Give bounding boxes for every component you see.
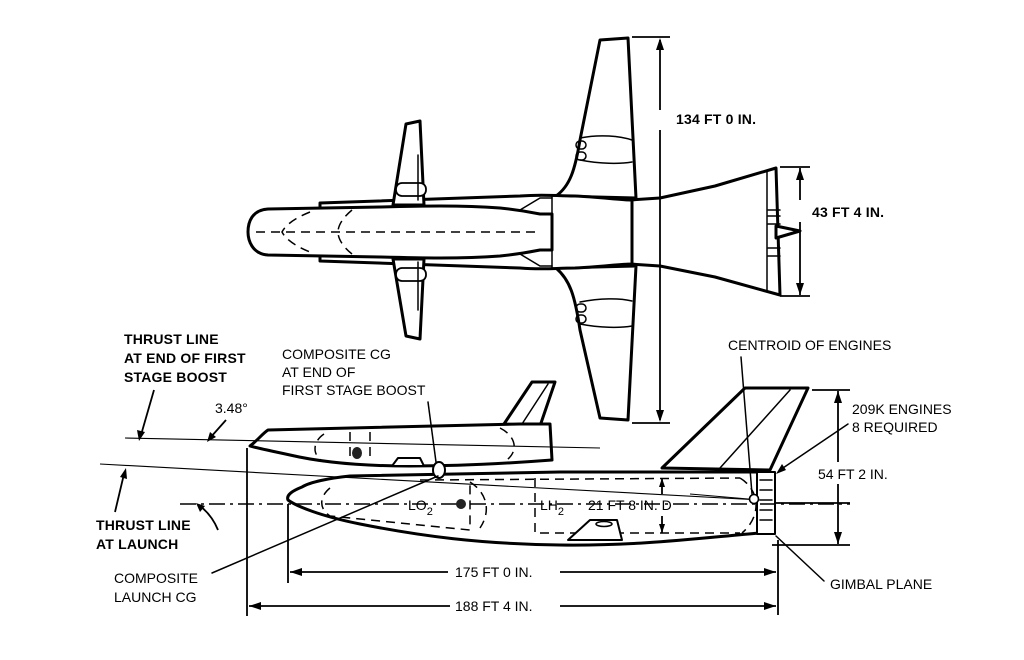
jet-pod-lower-1 [575, 303, 587, 313]
booster-cockpit-fairing [567, 519, 623, 541]
dimension-wing-span: 134 FT 0 IN. [632, 36, 756, 424]
label-lo2: LO2 [408, 497, 433, 518]
leader-composite-cg-end-boost [427, 401, 437, 463]
top-view [246, 36, 802, 422]
orbiter-cg-marker [352, 447, 362, 459]
label-wing-span: 134 FT 0 IN. [676, 111, 756, 127]
dimension-booster-length: 175 FT 0 IN. [287, 504, 779, 615]
wing-jet-fairing-lower [579, 298, 633, 329]
engine-centroid-line [689, 493, 761, 501]
jet-pod-upper-2 [575, 151, 587, 161]
label-composite-cg-end-boost: COMPOSITE CG AT END OF FIRST STAGE BOOST [282, 346, 426, 398]
leader-thrust-line-launch [114, 473, 125, 513]
booster-wing-lower [554, 264, 638, 422]
lo2-tank-outline [321, 480, 471, 531]
orbiter-rudder-line [521, 383, 549, 425]
side-view-annotations: THRUST LINE AT END OF FIRST STAGE BOOST … [96, 331, 956, 605]
engine-centroid-marker [748, 493, 760, 505]
orbiter-tank-fwd-dome [314, 433, 325, 463]
booster-rudder-line [719, 389, 791, 469]
leader-composite-launch-cg [211, 475, 439, 574]
orbiter-tank-aft-dome [499, 427, 515, 463]
dimension-overall-length: 188 FT 4 IN. [246, 448, 776, 616]
booster-engine-block [756, 471, 776, 535]
thrust-line-launch [99, 463, 761, 501]
orbiter-nose-tank-bulkhead [281, 211, 311, 253]
booster-side-fuselage [286, 470, 762, 547]
engine-cluster-top [767, 209, 781, 257]
jet-pod-upper-1 [575, 140, 587, 150]
dimension-tail-width: 43 FT 4 IN. [780, 166, 884, 297]
booster-cockpit-window [595, 520, 613, 528]
label-overall-length: 188 FT 4 IN. [455, 598, 533, 614]
label-thrust-line-end-first-stage: THRUST LINE AT END OF FIRST STAGE BOOST [124, 331, 250, 385]
lo2-cg-marker [456, 499, 466, 509]
wing-jet-fairing-upper [579, 135, 633, 165]
engine-bell-lines [759, 479, 773, 521]
leader-thrust-line-end [140, 389, 155, 436]
leader-engines [779, 423, 849, 471]
label-tank-diameter: 21 FT 8 IN. D [588, 497, 672, 513]
orbiter-belly-fairing [391, 457, 425, 467]
label-angle: 3.48° [215, 400, 248, 416]
orbiter-tank-line [349, 432, 371, 462]
jet-pod-lower-2 [575, 314, 587, 324]
label-composite-launch-cg: COMPOSITE LAUNCH CG [114, 570, 202, 605]
orbiter-nacelle-upper [395, 182, 427, 197]
label-height: 54 FT 2 IN. [818, 466, 888, 482]
thrust-line-end-first-stage [124, 437, 601, 449]
booster-tail-surface [628, 166, 782, 297]
label-centroid-of-engines: CENTROID OF ENGINES [728, 337, 891, 353]
leader-gimbal-plane [775, 535, 825, 582]
lh2-tank-outline [534, 478, 740, 534]
label-booster-length: 175 FT 0 IN. [455, 564, 533, 580]
label-tail-width: 43 FT 4 IN. [812, 204, 884, 220]
label-gimbal-plane: GIMBAL PLANE [830, 576, 932, 592]
leader-centroid-of-engines [740, 356, 753, 495]
label-engines: 209K ENGINES 8 REQUIRED [852, 401, 956, 435]
booster-top-tank-line [419, 477, 741, 481]
label-lh2: LH2 [540, 497, 564, 518]
composite-cg-end-boost-marker [432, 461, 446, 479]
orbiter-side-fuselage [248, 422, 554, 468]
booster-vertical-tail [660, 386, 810, 472]
label-thrust-line-launch: THRUST LINE AT LAUNCH [96, 517, 195, 552]
orbiter-aft-fairing [519, 197, 553, 267]
booster-wing-upper [554, 36, 638, 200]
orbiter-vertical-tail [502, 380, 557, 428]
tail-cone-spike [774, 224, 802, 240]
orbiter-nacelle-lower [395, 267, 427, 282]
